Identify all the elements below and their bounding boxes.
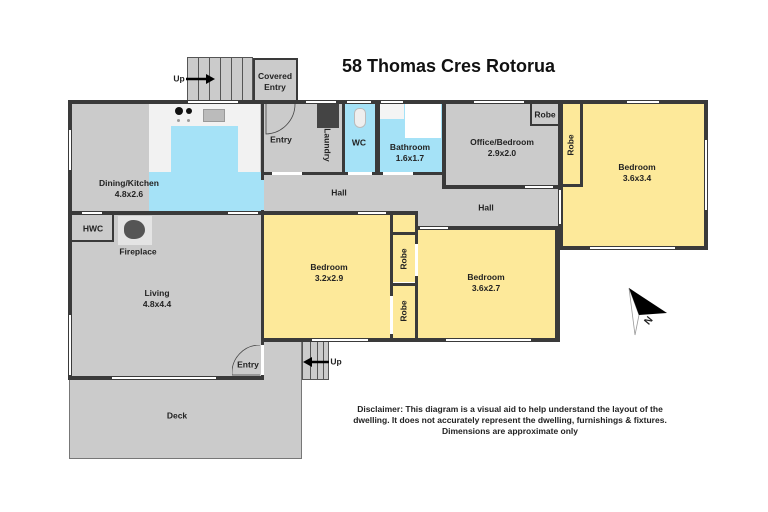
laundry-label: Laundry [322, 128, 333, 162]
deck-side [262, 340, 302, 382]
window [188, 101, 238, 103]
wall [264, 211, 418, 215]
wall [68, 211, 264, 215]
window [272, 172, 302, 175]
window [415, 244, 418, 276]
wall [261, 100, 264, 380]
window [261, 345, 264, 375]
window [261, 180, 264, 210]
entry-bottom-label: Entry [237, 359, 259, 370]
window [228, 212, 258, 214]
shower [405, 104, 441, 138]
robe-office-label: Robe [534, 109, 556, 120]
kitchen-floor-lower [149, 172, 261, 211]
window [112, 377, 216, 379]
kitchen-floor [171, 126, 238, 172]
fireplace-label: Fireplace [119, 246, 157, 257]
bedroom-left [264, 215, 390, 338]
window [312, 339, 368, 341]
wall [442, 104, 446, 188]
window [420, 227, 448, 229]
window [390, 296, 393, 334]
plan-title: 58 Thomas Cres Rotorua [342, 56, 556, 76]
living [72, 215, 262, 378]
arrow-right-icon [186, 74, 215, 84]
north-arrow-icon [628, 287, 667, 336]
hwc [72, 215, 114, 242]
toilet-icon [354, 108, 366, 128]
door-swing-icon [265, 104, 296, 135]
wall [415, 215, 418, 338]
robe-master-label: Robe [565, 134, 576, 156]
window [590, 247, 675, 249]
covered-entry [253, 58, 298, 102]
top-stairs-label: Up [173, 73, 185, 84]
wall [555, 226, 560, 342]
robe-mid-top-label: Robe [398, 248, 409, 270]
hall-left-label: Hall [331, 187, 347, 198]
hwc-label: HWC [82, 223, 104, 234]
bedroom-right [418, 230, 558, 338]
window [705, 140, 707, 210]
window [69, 130, 71, 170]
wall [558, 100, 563, 250]
robe-mid-top [393, 235, 415, 282]
hall-right-label: Hall [478, 202, 494, 213]
window [348, 172, 372, 175]
wall [415, 226, 560, 230]
wall [375, 104, 380, 172]
window [559, 190, 561, 224]
deck-label: Deck [166, 410, 188, 421]
deck [69, 380, 302, 459]
entry-top-label: Entry [270, 134, 292, 145]
window [358, 212, 386, 214]
window [82, 212, 102, 214]
window [474, 101, 524, 103]
bottom-stairs-label: Up [330, 356, 342, 367]
window [446, 339, 531, 341]
wall [68, 100, 264, 104]
window [69, 315, 71, 375]
window [627, 101, 659, 103]
wall [264, 100, 560, 104]
wall [261, 338, 560, 342]
fireplace-icon [118, 216, 152, 245]
arrow-left-icon [303, 357, 329, 367]
sink-icon [203, 109, 225, 122]
wc-label: WC [351, 137, 367, 148]
cooktop-icon [174, 106, 196, 124]
window [525, 186, 553, 188]
wall [393, 232, 415, 235]
robe-master [563, 103, 583, 187]
robe-office [530, 104, 558, 126]
kitchen-bench-right [238, 104, 260, 172]
hall-extension [418, 190, 560, 226]
vanity [380, 104, 404, 119]
wall [393, 283, 415, 286]
door-swing-icon [232, 345, 260, 376]
robe-mid-bottom-label: Robe [398, 300, 409, 322]
wall [442, 185, 560, 189]
window [381, 101, 403, 103]
laundry-tub-icon [317, 104, 339, 128]
window [347, 101, 371, 103]
wall [342, 104, 345, 172]
disclaimer: Disclaimer: This diagram is a visual aid… [353, 404, 667, 436]
window [383, 172, 413, 175]
robe-mid-upper-strip [393, 215, 415, 232]
bedroom-master [563, 103, 705, 247]
window [306, 101, 336, 103]
wall [68, 100, 72, 380]
wall [390, 215, 393, 338]
robe-mid-bottom [393, 286, 415, 338]
